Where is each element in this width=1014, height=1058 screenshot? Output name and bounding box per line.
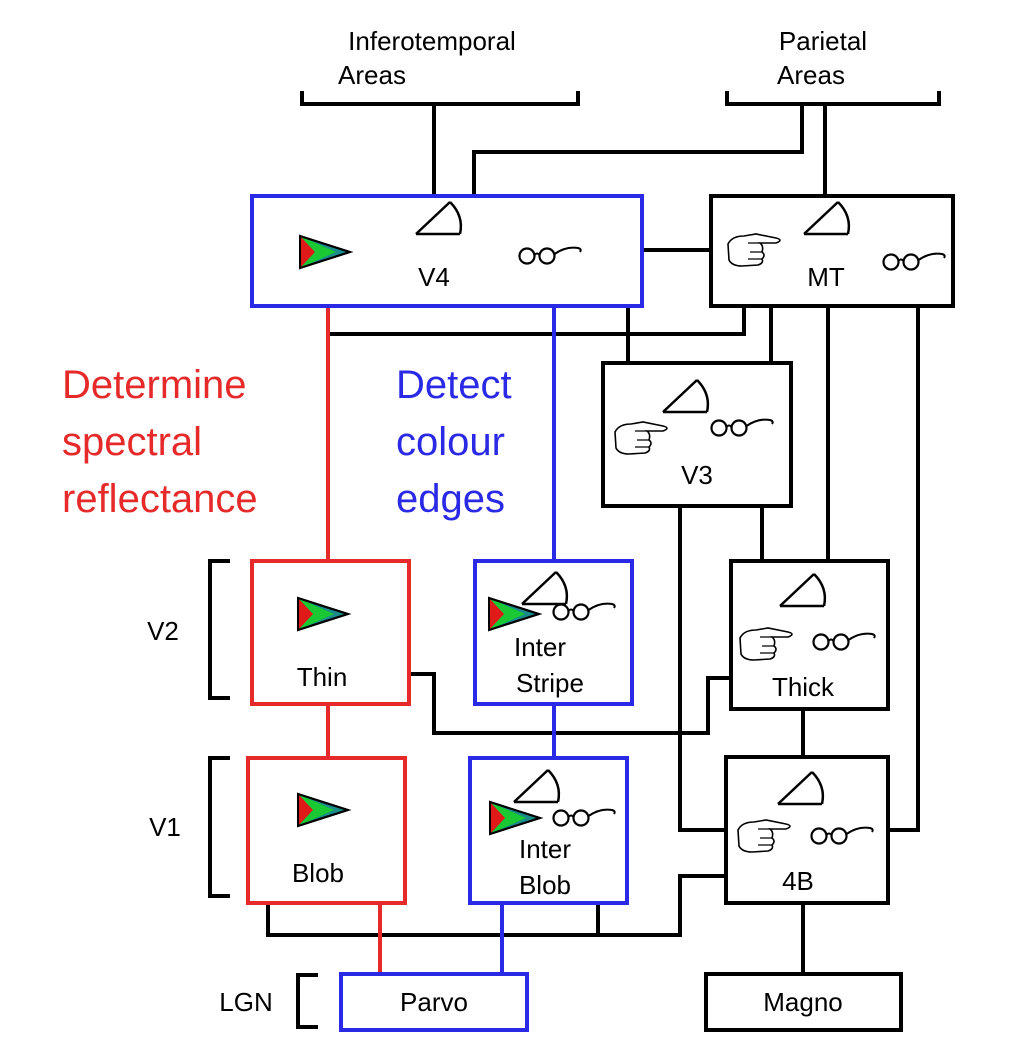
spectral-annotation-line1: Determine — [62, 363, 247, 407]
magno-box: Magno — [704, 972, 903, 1032]
magno-pathway-connections — [208, 91, 941, 1029]
mt-label: MT — [807, 262, 845, 292]
v1-layer-label: V1 — [149, 812, 181, 842]
interblob-box: Inter Blob — [468, 756, 629, 905]
interstripe-label-line2: Stripe — [516, 668, 584, 698]
v2-layer-label: V2 — [147, 616, 179, 646]
parietal-label-line2: Areas — [777, 60, 845, 90]
blob-box: Blob — [246, 756, 407, 905]
interblob-pathway-connections — [500, 306, 556, 974]
spectral-annotation-line3: reflectance — [62, 477, 258, 521]
v3-box: V3 — [601, 361, 793, 508]
parvo-box: Parvo — [339, 972, 529, 1032]
layer-4b-label: 4B — [782, 866, 814, 896]
spectral-annotation-line2: spectral — [62, 420, 202, 464]
interstripe-label-line1: Inter — [514, 632, 566, 662]
interblob-label-line2: Blob — [519, 870, 571, 900]
edges-annotation-line2: colour — [396, 420, 505, 464]
lgn-layer-label: LGN — [219, 987, 272, 1017]
magno-label: Magno — [763, 987, 843, 1017]
inferotemporal-label-line1: Inferotemporal — [348, 26, 516, 56]
v4-box: V4 — [250, 194, 644, 308]
v3-label: V3 — [681, 460, 713, 490]
mt-box: MT — [709, 194, 955, 308]
layer-4b-box: 4B — [724, 755, 890, 905]
thin-label: Thin — [297, 662, 348, 692]
edges-annotation-line3: edges — [396, 477, 505, 521]
edges-annotation-line1: Detect — [396, 363, 512, 407]
parietal-label-line1: Parietal — [779, 26, 867, 56]
thick-stripe-box: Thick — [729, 559, 890, 711]
thin-stripe-box: Thin — [250, 559, 411, 706]
thick-label: Thick — [772, 672, 835, 702]
blob-label: Blob — [292, 858, 344, 888]
interblob-label-line1: Inter — [519, 834, 571, 864]
interstripe-box: Inter Stripe — [473, 559, 634, 706]
parvo-label: Parvo — [400, 987, 468, 1017]
inferotemporal-label-line2: Areas — [338, 60, 406, 90]
v4-label: V4 — [418, 262, 450, 292]
blob-pathway-connections — [326, 306, 382, 974]
